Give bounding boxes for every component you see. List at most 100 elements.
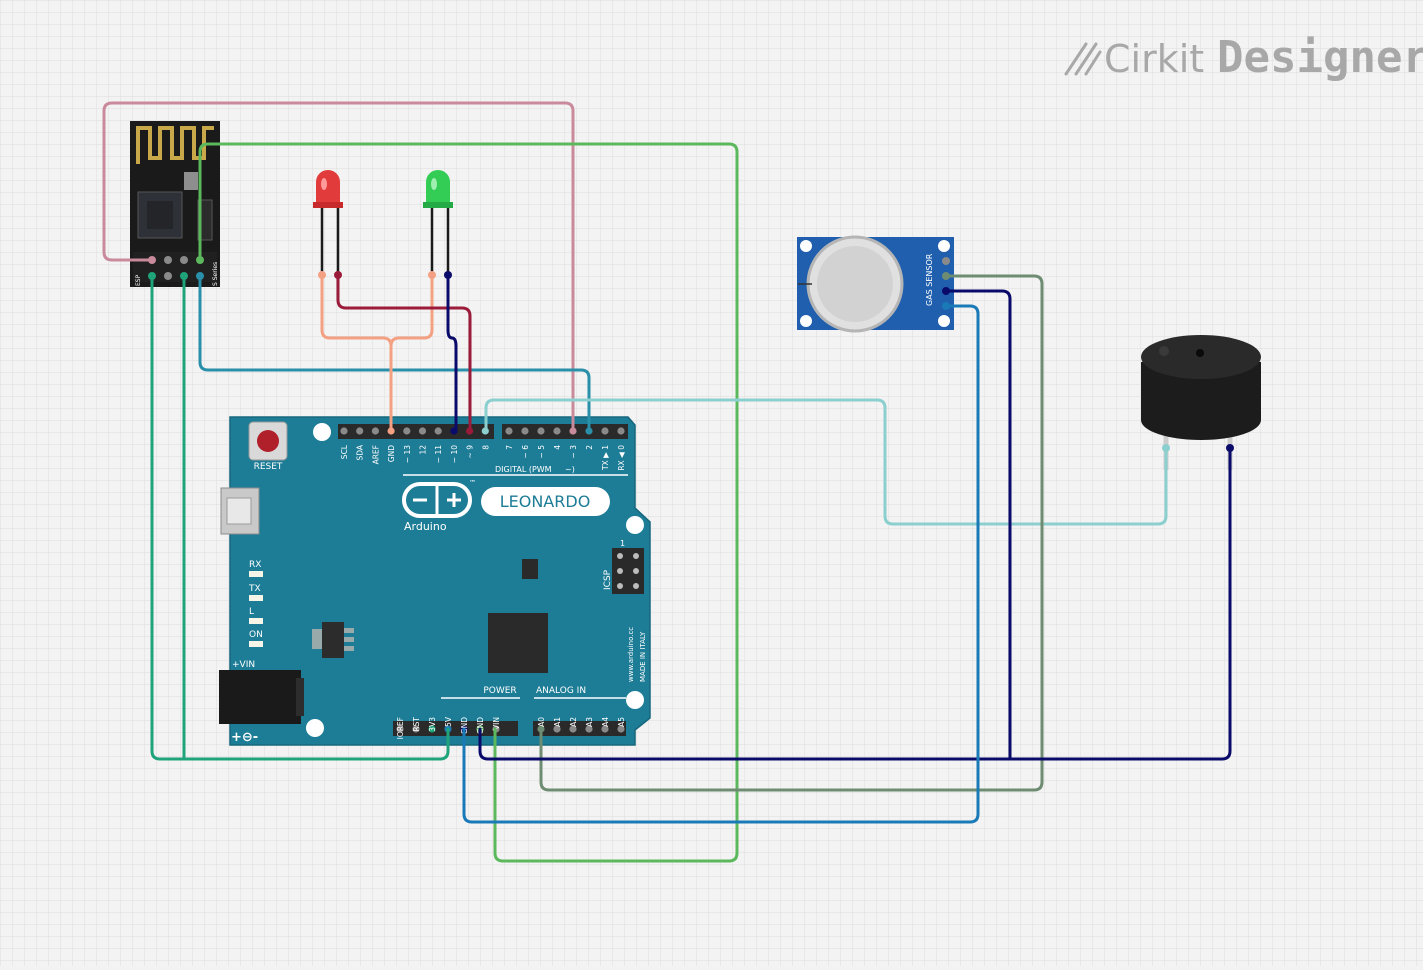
power-header (393, 721, 518, 736)
mount-hole (306, 719, 324, 737)
model-name: LEONARDO (500, 492, 591, 511)
analog-pin-label: A3 (585, 717, 594, 727)
wire-esp-to-d2[interactable] (198, 274, 591, 433)
gas-sensor-module[interactable]: GAS SENSOR (797, 235, 954, 333)
analog-pin-label: A5 (617, 717, 626, 727)
analog-pin-4[interactable] (601, 725, 609, 733)
esp01-wifi-module[interactable]: ESP S Series (130, 121, 220, 287)
power-pin-2[interactable] (428, 725, 436, 733)
top-pin-1[interactable] (356, 427, 364, 435)
reset-button-cap[interactable] (257, 430, 279, 452)
power-pin-label: 3V3 (428, 717, 437, 732)
top-pin-label: 12 (419, 445, 428, 455)
top-pin-label: TX ▶ 1 (601, 445, 610, 471)
wire-gas-to-5v[interactable] (462, 304, 980, 824)
wire-gas-to-gnd[interactable] (944, 289, 1012, 761)
digital-header-right (502, 424, 628, 439)
wire-d8-to-buzzer[interactable] (484, 398, 1168, 526)
top-pin-10[interactable] (505, 427, 513, 435)
analog-pin-label: A1 (553, 717, 562, 727)
led-label-rx: RX (249, 560, 261, 570)
gas-sensor-mesh (817, 246, 893, 322)
gas-pin[interactable] (942, 257, 950, 265)
wire-endpoints (318, 271, 1234, 452)
analog-pin-label: A2 (569, 717, 578, 727)
analog-pin-5[interactable] (617, 725, 625, 733)
icsp-header[interactable]: 1 ICSP (603, 539, 644, 594)
wire-esp-to-gnd[interactable] (198, 142, 739, 863)
led-label-on: ON (249, 630, 263, 640)
top-pin-label: 4 (553, 445, 562, 450)
arduino-brand: Arduino (404, 520, 447, 533)
reset-label: RESET (254, 462, 283, 472)
esp-side-left: ESP (135, 274, 142, 286)
esp-pin-header (133, 252, 217, 282)
analog-pin-3[interactable] (585, 725, 593, 733)
piezo-buzzer[interactable] (1141, 335, 1261, 470)
top-pin-0[interactable] (340, 427, 348, 435)
buzzer-hole (1196, 349, 1204, 357)
led-highlight (321, 178, 327, 190)
buzzer-top (1141, 335, 1261, 379)
top-pin-13[interactable] (553, 427, 561, 435)
esp-side-right: S Series (212, 262, 219, 286)
top-pin-17[interactable] (617, 427, 625, 435)
icsp-label: ICSP (603, 569, 613, 590)
top-pin-label: ~ 11 (434, 445, 443, 463)
analog-header (533, 721, 626, 736)
led-body (426, 170, 450, 206)
power-label: POWER (483, 686, 516, 696)
digital-label: DIGITAL (PWM (495, 465, 552, 474)
arduino-leonardo-board[interactable]: RESET +VIN +⊖- RX TX L ON (219, 416, 651, 746)
wires (102, 101, 1232, 863)
regulator-tab (312, 629, 322, 649)
wire-red-led-to-d9[interactable] (336, 273, 472, 433)
top-pin-4[interactable] (403, 427, 411, 435)
top-pin-label: ~ 6 (521, 445, 530, 459)
top-pin-11[interactable] (521, 427, 529, 435)
led-rim (313, 202, 343, 208)
microcontroller-chip (488, 613, 548, 673)
top-pin-label: SDA (356, 444, 365, 460)
wire-esp-to-d3[interactable] (102, 101, 575, 433)
buzzer-body (1141, 362, 1261, 440)
green-led[interactable] (423, 170, 453, 275)
led-label-l: L (249, 607, 254, 617)
top-pin-label: 7 (505, 445, 514, 450)
brand-prefix: Cirkit (1104, 37, 1204, 81)
top-pin-16[interactable] (601, 427, 609, 435)
power-pin-label: 5V (444, 716, 453, 727)
top-pin-5[interactable] (418, 427, 427, 435)
top-pin-label: ~ 5 (537, 445, 546, 459)
top-pin-label: AREF (371, 445, 380, 464)
top-pin-label: RX ◀ 0 (617, 445, 626, 471)
regulator-pin (344, 646, 354, 651)
arduino-logo-icon (402, 482, 472, 518)
wire-green-led-to-gnd[interactable] (389, 273, 434, 348)
top-pin-label: SCL (340, 444, 349, 459)
led-l (249, 618, 263, 624)
mount-hole (626, 516, 644, 534)
power-pin-0[interactable] (396, 725, 404, 733)
power-pin-label: IOREF (396, 717, 405, 739)
wire-esp-to-3v3[interactable] (150, 274, 450, 761)
power-pin-1[interactable] (412, 725, 420, 733)
wire-gas-to-a0[interactable] (539, 274, 1044, 792)
analog-pin-1[interactable] (553, 725, 561, 733)
power-pin-label: VIN (492, 717, 501, 730)
top-pin-2[interactable] (371, 427, 379, 435)
analog-pin-label: A0 (537, 717, 546, 727)
top-pin-6[interactable] (434, 427, 442, 435)
analog-pin-2[interactable] (569, 725, 577, 733)
power-pin-label: GND (460, 717, 469, 734)
trademark: ™ (469, 479, 476, 487)
icsp-housing (612, 548, 644, 594)
wire-green-led-to-d10[interactable] (446, 273, 458, 433)
esp-crystal (184, 172, 198, 190)
vin-label: +VIN (232, 660, 255, 670)
regulator-pin (344, 628, 354, 633)
wire-buzzer-to-gnd[interactable] (478, 446, 1232, 761)
red-led[interactable] (313, 170, 343, 275)
top-pin-12[interactable] (537, 427, 545, 435)
